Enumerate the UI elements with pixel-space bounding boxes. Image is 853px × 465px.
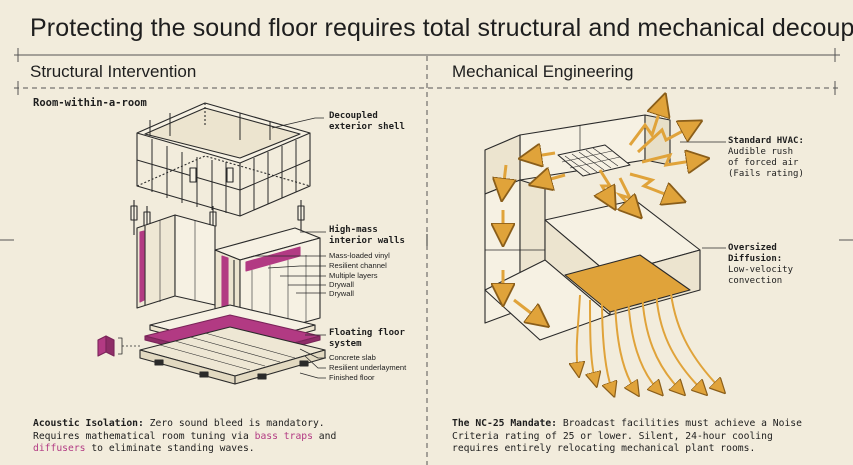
note-text: to eliminate standing waves. [85,443,255,454]
wall-layer-label: Mass-loaded vinyl [329,251,390,260]
callout-standard-hvac: Standard HVAC: [728,136,804,146]
nc25-mandate-note: The NC-25 Mandate: Broadcast facilities … [452,418,847,456]
callout-decoupled-shell: Decoupled exterior shell [329,111,405,132]
callout-floating-floor: Floating floor system [329,328,405,349]
wall-layer-label: Drywall [329,280,354,289]
floor-layer-label: Concrete slab [329,353,376,362]
right-column-heading: Mechanical Engineering [452,62,634,81]
wall-layer-label: Drywall [329,289,354,298]
spring-isolators [130,167,305,250]
callout-oversized-diffusion: Oversized Diffusion: [728,243,783,264]
note-text: Zero sound bleed is mandatory. [143,418,325,429]
note-text: requires entirely relocating mechanical … [452,443,756,454]
acoustic-panel-sample [97,335,140,357]
interior-wall-left [136,214,216,309]
callout-interior-walls: High-mass interior walls [329,225,405,246]
wall-layer-label: Multiple layers [329,271,378,280]
room-within-room-diagram [97,102,326,385]
left-column-heading: Structural Intervention [30,62,197,81]
note-lead: The NC-25 Mandate: [452,418,557,429]
standard-hvac-grille [557,144,631,177]
note-text: Requires mathematical room tuning via [33,430,255,442]
wall-layer-label: Resilient channel [329,261,387,270]
note-lead: Acoustic Isolation: [33,418,144,429]
hvac-diagram [484,90,853,405]
floor-layer-label: Finished floor [329,373,375,382]
exterior-shell-frame [136,102,311,217]
acoustic-isolation-note: Acoustic Isolation: Zero sound bleed is … [33,418,418,456]
diffusers-term: diffusers [33,443,86,454]
diffuser-plenum [484,199,701,341]
callout-diffusion-desc: Low-velocity convection [728,265,794,286]
page-title: Protecting the sound floor requires tota… [30,14,853,42]
floating-floor-stack [139,304,326,385]
bass-traps-term: bass traps [254,430,313,442]
note-text: and [312,430,337,442]
callout-hvac-desc: Audible rush of forced air (Fails rating… [728,147,804,179]
note-text: Criteria rating of 25 or lower. Silent, … [452,430,773,442]
floor-layer-label: Resilient underlayment [329,363,407,372]
note-text: Broadcast facilities must achieve a Nois… [556,418,802,429]
room-within-room-label: Room-within-a-room [33,97,147,109]
